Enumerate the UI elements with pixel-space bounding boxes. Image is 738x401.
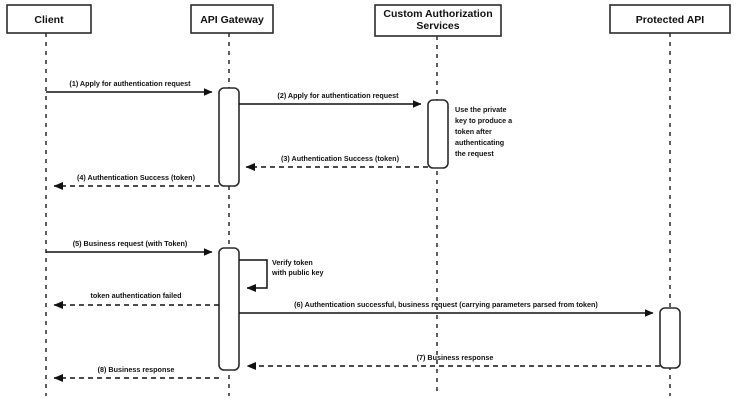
message-4[interactable]: (4) Authentication Success (token): [53, 173, 219, 190]
message-token-authentication-failed[interactable]: token authentication failed: [53, 291, 219, 309]
message-7[interactable]: (7) Business response: [246, 353, 660, 370]
actor-label-custom-authorization-services-line1: Custom Authorization: [383, 8, 492, 20]
message-4-label: (4) Authentication Success (token): [77, 173, 196, 182]
actor-label-custom-authorization-services-line2: Services: [416, 20, 459, 32]
message-2[interactable]: (2) Apply for authentication request: [239, 91, 422, 108]
actor-label-client: Client: [34, 14, 64, 26]
actor-header-custom-authorization-services[interactable]: Custom Authorization Services: [374, 4, 502, 37]
note-private-key-line-2: key to produce a: [455, 116, 513, 125]
message-3-label: (3) Authentication Success (token): [281, 154, 400, 163]
note-private-key-line-4: authenticating: [455, 138, 504, 147]
message-6[interactable]: (6) Authentication successful, business …: [239, 300, 654, 317]
actor-box-custom-authorization-services: [374, 4, 502, 37]
note-private-key: Use the private key to produce a token a…: [455, 105, 513, 158]
actor-label-api-gateway: API Gateway: [200, 14, 264, 26]
message-token-authentication-failed-label: token authentication failed: [90, 291, 181, 300]
message-2-label: (2) Apply for authentication request: [277, 91, 399, 100]
note-private-key-line-5: the request: [455, 149, 494, 158]
actor-box-client: [6, 4, 92, 34]
message-5[interactable]: (5) Business request (with Token): [46, 239, 213, 256]
actor-header-client[interactable]: Client: [6, 4, 92, 34]
message-self-verify-token-label-line1: Verify token: [272, 258, 313, 267]
message-self-verify-token-label-line2: with public key: [271, 268, 324, 277]
message-6-label: (6) Authentication successful, business …: [294, 300, 598, 309]
activation-api-gateway-business: [218, 247, 240, 371]
actor-box-api-gateway: [190, 4, 274, 34]
actor-label-protected-api: Protected API: [636, 14, 705, 26]
activation-custom-authorization-services: [427, 99, 449, 169]
message-7-label: (7) Business response: [417, 353, 494, 362]
actor-header-protected-api[interactable]: Protected API: [609, 4, 731, 34]
note-private-key-line-1: Use the private: [455, 105, 507, 114]
message-3[interactable]: (3) Authentication Success (token): [245, 154, 428, 171]
message-1[interactable]: (1) Apply for authentication request: [46, 79, 213, 96]
activation-api-gateway-auth: [218, 87, 240, 187]
activation-protected-api: [659, 307, 681, 369]
note-private-key-line-3: token after: [455, 127, 492, 136]
message-8[interactable]: (8) Business response: [53, 365, 219, 382]
message-1-label: (1) Apply for authentication request: [69, 79, 191, 88]
message-5-label: (5) Business request (with Token): [73, 239, 188, 248]
message-self-verify-token-line: [239, 259, 268, 292]
actor-box-protected-api: [609, 4, 731, 34]
message-8-label: (8) Business response: [98, 365, 175, 374]
message-self-verify-token[interactable]: Verify token with public key: [239, 258, 324, 292]
actor-header-api-gateway[interactable]: API Gateway: [190, 4, 274, 34]
